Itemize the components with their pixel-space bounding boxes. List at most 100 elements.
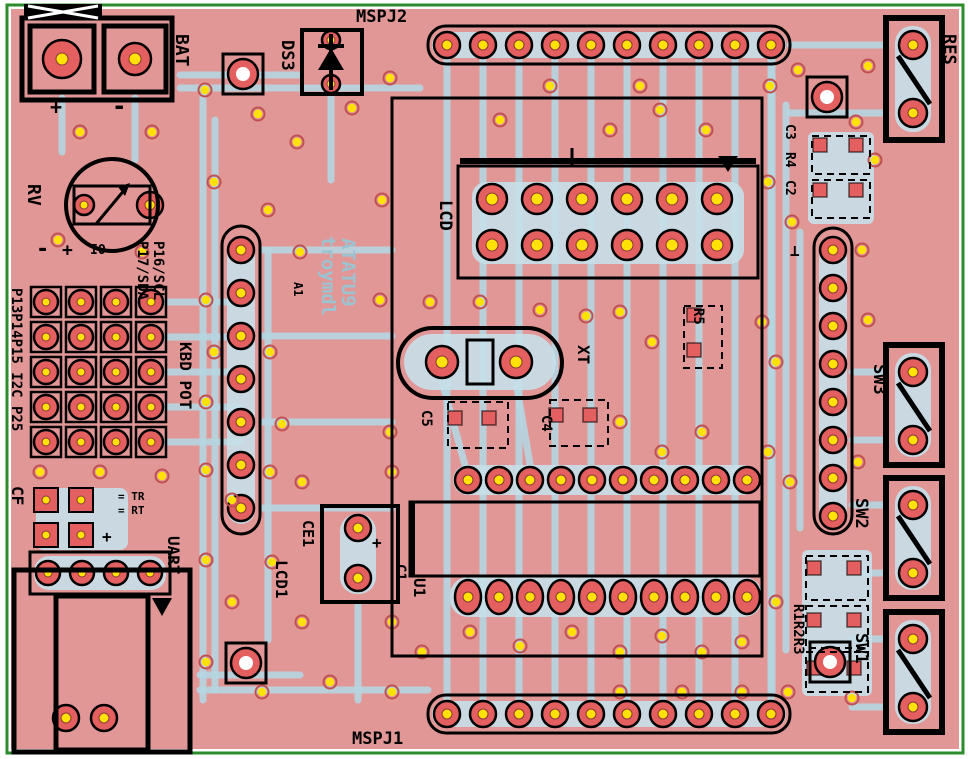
pad-hole [41,495,51,505]
via [322,674,338,690]
smd-pad [846,560,862,576]
via [657,631,667,641]
kbd-pad-box [99,355,133,389]
via [771,357,781,367]
via [737,637,747,647]
pad-hole [530,238,544,252]
via [201,397,211,407]
via [635,81,645,91]
pad-hole [128,52,142,66]
pad-hole [513,708,525,720]
via [674,684,690,700]
label-c4: C4 [538,415,554,432]
via [762,78,778,94]
via [612,684,628,700]
pad-hole [585,39,597,51]
rv-body [72,184,152,226]
via [274,416,290,432]
via [267,557,277,567]
via [200,85,210,95]
pad-hole [235,502,247,514]
pad-hole [621,39,633,51]
via [75,127,85,137]
via [567,627,577,637]
pad-hole [55,52,69,66]
pad-hole [76,367,86,377]
label-r1r2r3: R1R2R3 [790,604,806,655]
via [137,247,147,257]
via [615,307,625,317]
via [32,464,48,480]
pad-hole [575,192,589,206]
via [227,495,237,505]
sw2-box [883,475,945,601]
cf-pads-row2 [68,522,94,548]
label-u1: U1 [410,578,429,597]
board-outline [5,3,965,755]
via [790,62,806,78]
via [847,693,857,703]
pad-hole [765,39,777,51]
mount-square-bl [224,641,268,685]
via [863,315,873,325]
kbd-pad-box [99,425,133,459]
via [325,677,335,687]
pad-hole [76,402,86,412]
via [785,477,795,487]
via [385,73,395,83]
pad-hole [462,474,474,486]
sign-ce1-plus: + [372,533,382,552]
via [870,155,880,165]
pad-hole [477,708,489,720]
mount-square-tr [805,75,849,119]
via [768,594,784,610]
via [382,424,398,440]
via [535,305,545,315]
via [374,192,390,208]
label-mspj1: MSPJ1 [352,729,403,749]
sw1-actuator [895,648,933,700]
jack-marker-triangle [152,598,172,616]
kbd-pad-box [99,285,133,319]
kbd-pad-box [64,285,98,319]
pad-hole [111,437,121,447]
label-mspj2: MSPJ2 [356,7,407,27]
via [264,554,280,570]
rv-wiper [94,187,128,225]
pad-hole [530,192,544,206]
pad-hole [76,297,86,307]
via [224,492,240,508]
ds3-outline [300,28,364,96]
pad-hole [693,708,705,720]
pad-hole [549,39,561,51]
pad-hole [621,708,633,720]
kbd-pad-box [64,425,98,459]
pad-hole [509,355,523,369]
via [465,627,475,637]
ds3-diode-triangle [318,48,344,70]
pad-hole [235,373,247,385]
sw2-actuator [895,514,933,566]
ce1-outline [320,504,400,604]
label-p16-scl: P16/SCL [150,241,166,300]
via [780,684,796,700]
label-bat: BAT [171,34,192,67]
via [198,394,214,410]
pad-hole [907,39,919,51]
label-ce1: CE1 [299,520,317,547]
sw3-actuator [895,381,933,433]
pad-hole [648,591,660,603]
pad-hole [41,297,51,307]
bat-square-2 [101,23,169,95]
via [694,424,710,440]
kbd-pad-box [99,320,133,354]
via [294,474,310,490]
pad-hole [235,287,247,299]
pad-hole [441,39,453,51]
label-lcd: LCD [435,200,455,231]
via [377,195,387,205]
pad-hole [907,499,919,511]
via [425,297,435,307]
via [784,214,800,230]
pad-hole [41,402,51,412]
